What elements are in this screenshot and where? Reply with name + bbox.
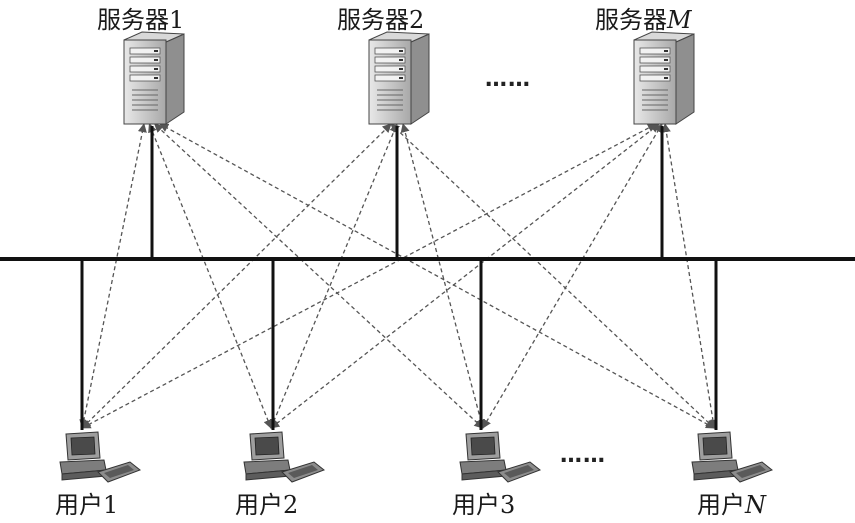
dashed-link-user1-server2 (81, 123, 392, 429)
dashed-links (79, 123, 718, 429)
computer-icon (691, 431, 773, 483)
server-icon (633, 31, 695, 125)
user-label: 用户N (697, 491, 767, 519)
dashed-link-user3-server3 (482, 123, 663, 429)
server-label: 服务器M (595, 6, 693, 34)
dashed-link-user4-server1 (159, 123, 715, 429)
server-ellipsis: …… (485, 67, 531, 92)
dashed-link-user4-server3 (661, 123, 718, 429)
server-label: 服务器2 (337, 6, 424, 34)
dashed-link-user3-server1 (153, 123, 484, 429)
user-label: 用户3 (452, 491, 515, 519)
dashed-link-user1-server1 (79, 123, 147, 429)
server-icon (123, 31, 185, 125)
computer-icon (243, 431, 325, 483)
user-label: 用户1 (55, 491, 118, 519)
server-icon (368, 31, 430, 125)
server-label: 服务器1 (97, 6, 184, 34)
user-ellipsis: …… (560, 443, 606, 468)
user-label: 用户2 (235, 491, 298, 519)
dashed-link-user4-server2 (390, 123, 715, 429)
computer-icon (459, 431, 541, 483)
dashed-link-user1-server3 (81, 123, 657, 429)
dashed-link-user2-server1 (148, 123, 273, 429)
dashed-link-user2-server2 (269, 123, 399, 429)
dashed-link-user2-server3 (270, 123, 660, 429)
computer-icon (59, 431, 141, 483)
dashed-link-user3-server2 (400, 123, 486, 429)
